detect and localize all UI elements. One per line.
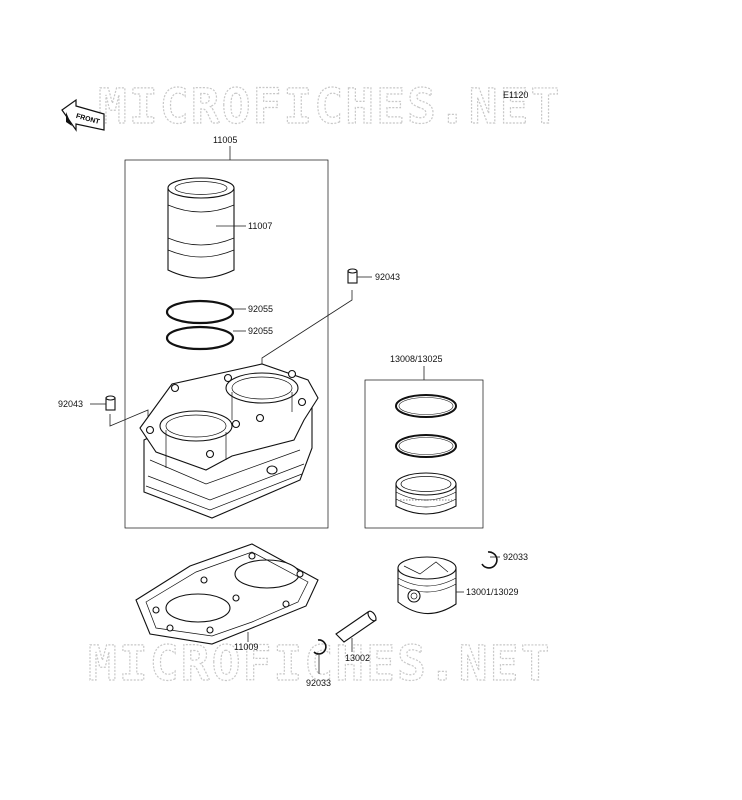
piston-ring-2 [395, 434, 457, 458]
label-11007: 11007 [248, 221, 272, 231]
label-92033-bottom: 92033 [306, 678, 331, 688]
label-92043-left: 92043 [58, 399, 83, 409]
piston [397, 556, 457, 615]
label-92043-top: 92043 [375, 272, 400, 282]
head-gasket [135, 543, 319, 645]
label-92055-lower: 92055 [248, 326, 273, 336]
label-13001-13029: 13001/13029 [466, 587, 519, 597]
clip-bottom [313, 639, 327, 655]
watermark-top: MICROFICHES.NET [98, 79, 561, 135]
cylinder-assembly-frame [124, 159, 329, 529]
label-92033-right: 92033 [503, 552, 528, 562]
dowel-pin-left [105, 395, 116, 411]
clip-right [481, 551, 498, 569]
dowel-pin-top [347, 268, 358, 284]
label-11005: 11005 [213, 135, 237, 145]
piston-ring-1 [395, 394, 457, 418]
piston-pin [335, 610, 377, 643]
label-13002: 13002 [345, 653, 370, 663]
oil-ring [395, 472, 457, 515]
label-11009: 11009 [234, 642, 258, 652]
label-92055-upper: 92055 [248, 304, 273, 314]
cylinder-liner [167, 177, 235, 279]
label-13008-13025: 13008/13025 [390, 354, 443, 364]
ring-lower [165, 325, 235, 351]
front-arrow-icon: FRONT [61, 98, 105, 132]
cylinder-block [139, 363, 319, 519]
diagram-code: E1120 [503, 90, 528, 100]
ring-upper [165, 299, 235, 325]
